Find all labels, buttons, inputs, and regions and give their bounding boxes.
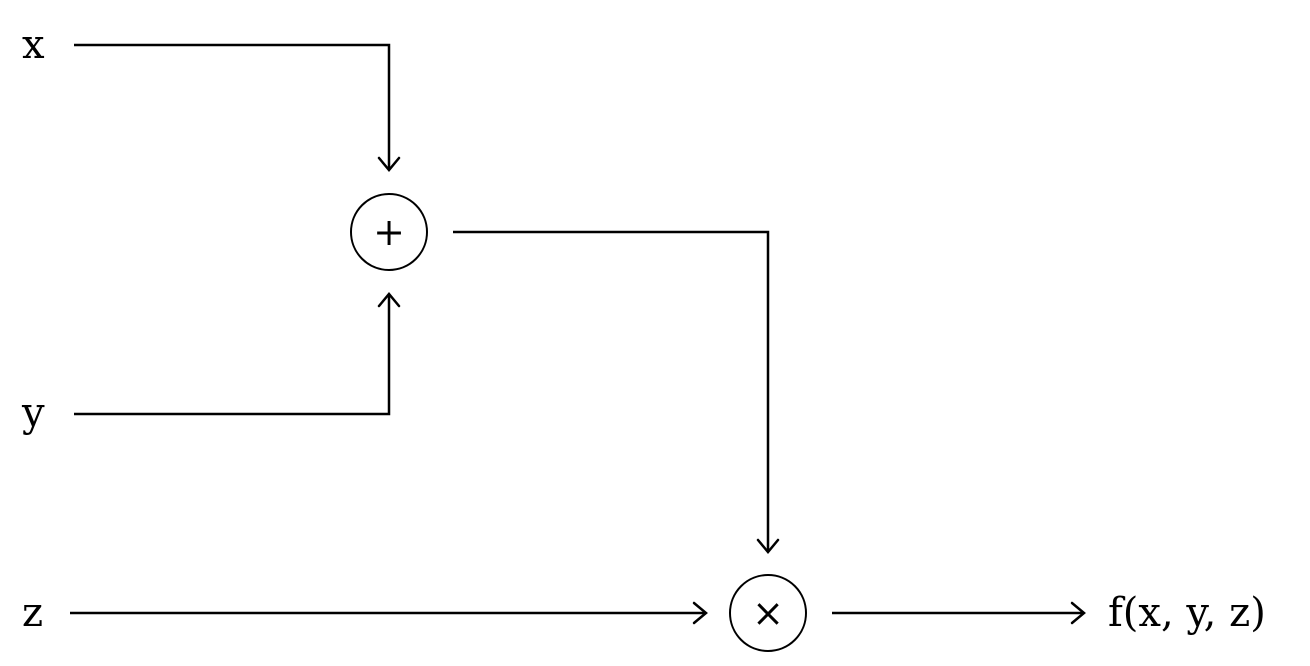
- arrowhead-x-to-add: [377, 156, 401, 172]
- multiply-node: ×: [729, 574, 807, 652]
- add-node: +: [350, 193, 428, 271]
- edge-x-to-add: [74, 43, 401, 172]
- edge-add-to-multiply: [453, 230, 780, 554]
- multiply-symbol: ×: [752, 591, 784, 635]
- add-symbol: +: [373, 210, 405, 254]
- arrowhead-multiply-to-output: [1070, 601, 1086, 625]
- output-label: f(x, y, z): [1108, 590, 1266, 636]
- edge-y-to-add: [74, 292, 401, 416]
- edge-multiply-to-output: [832, 601, 1086, 625]
- arrowhead-y-to-add: [377, 292, 401, 308]
- input-y-label: y: [21, 390, 45, 436]
- arrowhead-z-to-multiply: [692, 601, 708, 625]
- arrowhead-add-to-multiply: [756, 538, 780, 554]
- input-x-label: x: [22, 22, 45, 68]
- input-z-label: z: [22, 590, 43, 636]
- edge-z-to-multiply: [70, 601, 708, 625]
